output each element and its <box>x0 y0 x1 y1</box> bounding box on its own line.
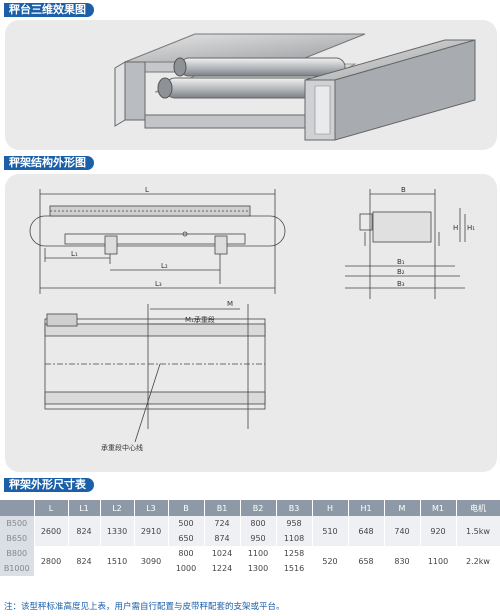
dim-L2: L₂ <box>161 262 168 270</box>
model-cell: B1000 <box>0 561 35 576</box>
roller-back <box>173 57 346 77</box>
header-M1: M1 <box>420 500 457 516</box>
table-cell: 740 <box>384 516 421 546</box>
scale-frame-3d-drawing <box>114 33 476 141</box>
table-cell: 2600 <box>34 516 69 546</box>
dim-B1: B₁ <box>397 258 405 266</box>
table-cell: 1100 <box>240 546 277 561</box>
table-cell: 2910 <box>134 516 169 546</box>
section-title-3d: 秤台三维效果图 <box>4 3 94 17</box>
table-cell: 800 <box>240 516 277 531</box>
dim-B2: B₂ <box>397 268 405 276</box>
header-motor: 电机 <box>456 500 500 516</box>
dim-H: H <box>453 224 458 232</box>
panel-3d-view <box>5 20 497 150</box>
section-title-dimensions: 秤架外形尺寸表 <box>4 478 94 492</box>
model-cell: B650 <box>0 531 35 546</box>
table-cell: 648 <box>348 516 385 546</box>
dim-B3: B₃ <box>397 280 405 288</box>
model-cell: B800 <box>0 546 35 561</box>
table-cell: 1224 <box>204 561 241 576</box>
table-cell: 824 <box>68 546 101 576</box>
dim-M: M <box>227 300 233 308</box>
table-row: B500 2600 824 1330 2910 500 724 800 958 … <box>0 516 500 546</box>
table-cell: 1330 <box>100 516 135 546</box>
dim-L1: L₁ <box>71 250 78 258</box>
table-row: B1000 1000 1224 1300 1516 <box>0 561 500 576</box>
table-cell: 950 <box>240 531 277 546</box>
table-cell: 874 <box>204 531 241 546</box>
table-cell: 920 <box>420 516 457 546</box>
dim-L: L <box>145 186 149 194</box>
header-M: M <box>384 500 421 516</box>
outline-drawing: L L₁ L₂ L₃ B B₁ B₂ B₃ H H₁ M M₁承重段 承重段中心… <box>29 186 475 452</box>
table-cell: 2800 <box>34 546 69 576</box>
table-cell: 520 <box>312 546 349 576</box>
header-L: L <box>34 500 69 516</box>
table-cell: 650 <box>168 531 205 546</box>
table-cell: 1024 <box>204 546 241 561</box>
header-L1: L1 <box>68 500 101 516</box>
table-cell: 800 <box>168 546 205 561</box>
header-B2: B2 <box>240 500 277 516</box>
table-cell: 1000 <box>168 561 205 576</box>
end-view <box>345 189 466 299</box>
table-cell: 830 <box>384 546 421 576</box>
footnote: 注：该型秤标准高度见上表，用户需自行配置与皮带秤配套的支架或平台。 <box>4 602 285 612</box>
header-H1: H1 <box>348 500 385 516</box>
dim-B: B <box>401 186 406 194</box>
header-B3: B3 <box>276 500 313 516</box>
table-cell: 2.2kw <box>456 546 500 576</box>
table-cell: 1.5kw <box>456 516 500 546</box>
table-cell: 1108 <box>276 531 313 546</box>
section-title-structure: 秤架结构外形图 <box>4 156 94 170</box>
table-cell: 510 <box>312 516 349 546</box>
model-cell: B500 <box>0 516 35 531</box>
header-B1: B1 <box>204 500 241 516</box>
table-row: B800 2800 824 1510 3090 800 1024 1100 12… <box>0 546 500 576</box>
table-cell: 824 <box>68 516 101 546</box>
table-cell: 958 <box>276 516 313 531</box>
header-B: B <box>168 500 205 516</box>
roller-front <box>157 77 326 99</box>
header-model <box>0 500 35 516</box>
table-cell: 724 <box>204 516 241 531</box>
dim-L3: L₃ <box>155 280 162 288</box>
header-L2: L2 <box>100 500 135 516</box>
table-cell: 3090 <box>134 546 169 576</box>
table-cell: 1300 <box>240 561 277 576</box>
table-cell: 500 <box>168 516 205 531</box>
plan-view <box>44 304 266 443</box>
table-cell: 1258 <box>276 546 313 561</box>
table-header-row: L L1 L2 L3 B B1 B2 B3 H H1 M M1 电机 <box>0 500 500 516</box>
table-cell: 658 <box>348 546 385 576</box>
table-cell: 1100 <box>420 546 457 576</box>
table-cell: 1510 <box>100 546 135 576</box>
dim-H1: H₁ <box>467 224 475 232</box>
header-H: H <box>312 500 349 516</box>
dim-M1: M₁承重段 <box>185 315 215 324</box>
center-line-label: 承重段中心线 <box>101 443 143 452</box>
table-row: B650 650 874 950 1108 <box>0 531 500 546</box>
dimension-table: L L1 L2 L3 B B1 B2 B3 H H1 M M1 电机 B500 … <box>0 500 500 576</box>
table-cell: 1516 <box>276 561 313 576</box>
side-view <box>29 189 286 294</box>
panel-structure-drawing: L L₁ L₂ L₃ B B₁ B₂ B₃ H H₁ M M₁承重段 承重段中心… <box>5 174 497 472</box>
header-L3: L3 <box>134 500 169 516</box>
